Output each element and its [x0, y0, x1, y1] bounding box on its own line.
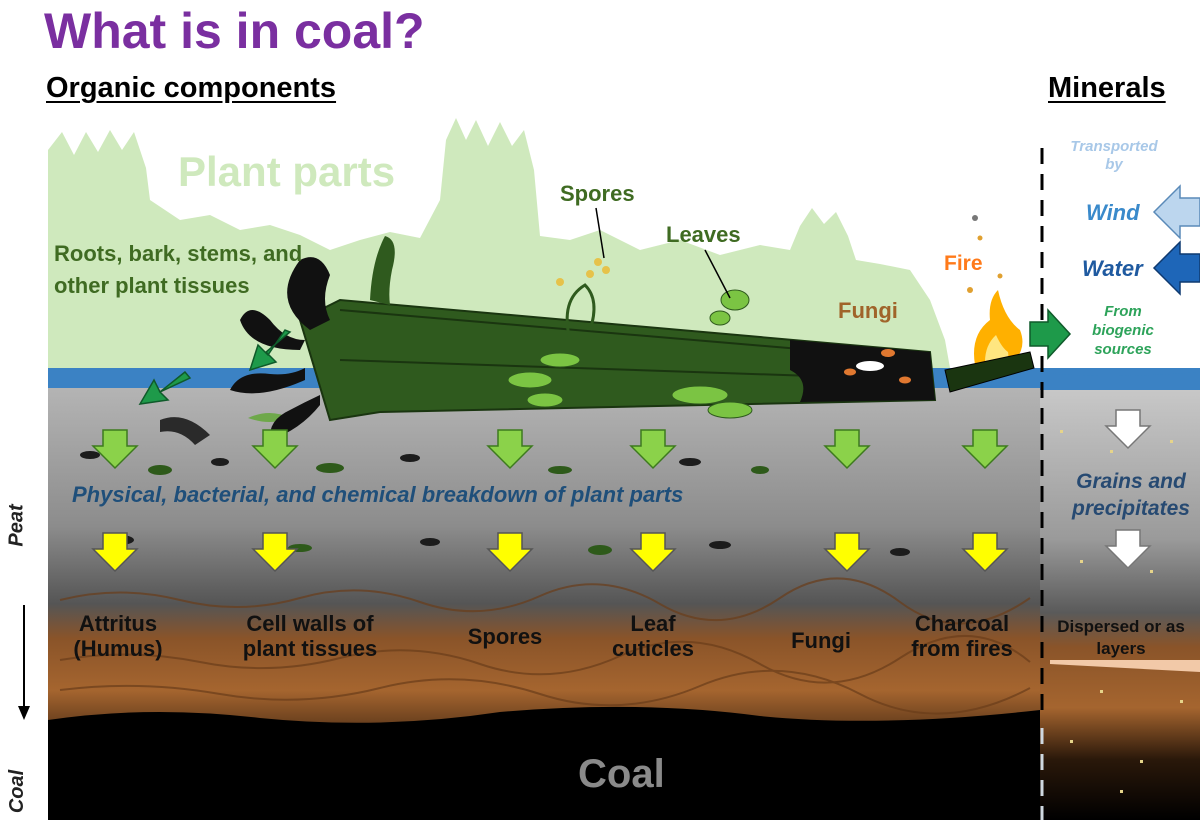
fibrous-texture [59, 577, 1031, 715]
roots-arrow-icon [138, 329, 292, 405]
mineral-column [1040, 388, 1200, 820]
mushroom-icon [844, 349, 911, 384]
water-label: Water [1082, 256, 1143, 281]
coal-layer-label: Coal [578, 752, 665, 796]
breakdown-caption: Physical, bacterial, and chemical breakd… [72, 482, 684, 507]
roots-label: Roots, bark, stems, and other plant tiss… [54, 241, 303, 298]
biogenic-sources-label: From biogenic sources [1092, 303, 1154, 358]
fungi-label: Fungi [838, 298, 898, 323]
fire-label: Fire [944, 252, 983, 275]
biogenic-arrow-icon [1029, 308, 1072, 360]
leaves-leader-line [704, 249, 731, 299]
plant-parts-label: Plant parts [178, 148, 396, 195]
component-charcoal: Charcoal from fires [911, 611, 1013, 661]
component-cell-walls: Cell walls of plant tissues [242, 611, 378, 661]
wind-arrow-icon [1152, 184, 1200, 240]
coal-side-label: Coal [6, 769, 29, 814]
plant-debris [80, 413, 910, 556]
transported-by-label: Transported by [1070, 138, 1158, 173]
leaves-label: Leaves [666, 222, 741, 247]
mineral-grains [1060, 430, 1183, 793]
dispersed-layers-label: Dispersed or as layers [1057, 617, 1185, 658]
component-spores: Spores [467, 624, 543, 649]
page-title: What is in coal? [44, 3, 425, 59]
minerals-heading: Minerals [1048, 72, 1166, 104]
component-leaf-cuticles: Leaf cuticles [612, 611, 694, 661]
peat-side-label: Peat [5, 504, 28, 547]
fern-icon [507, 289, 753, 419]
grains-precipitates-label: Grains and precipitates [1072, 470, 1190, 520]
water-arrow-icon [1152, 240, 1200, 296]
spore-plant [556, 258, 610, 341]
spores-label: Spores [560, 181, 635, 206]
component-fungi: Fungi [791, 628, 851, 653]
spores-leader-line [595, 207, 605, 259]
component-attritus: Attritus (Humus) [73, 611, 163, 661]
organic-components-heading: Organic components [46, 72, 337, 104]
wind-label: Wind [1086, 200, 1140, 225]
coal-layer [48, 706, 1040, 820]
fire-icon [944, 215, 1035, 393]
log-icon [230, 236, 937, 440]
